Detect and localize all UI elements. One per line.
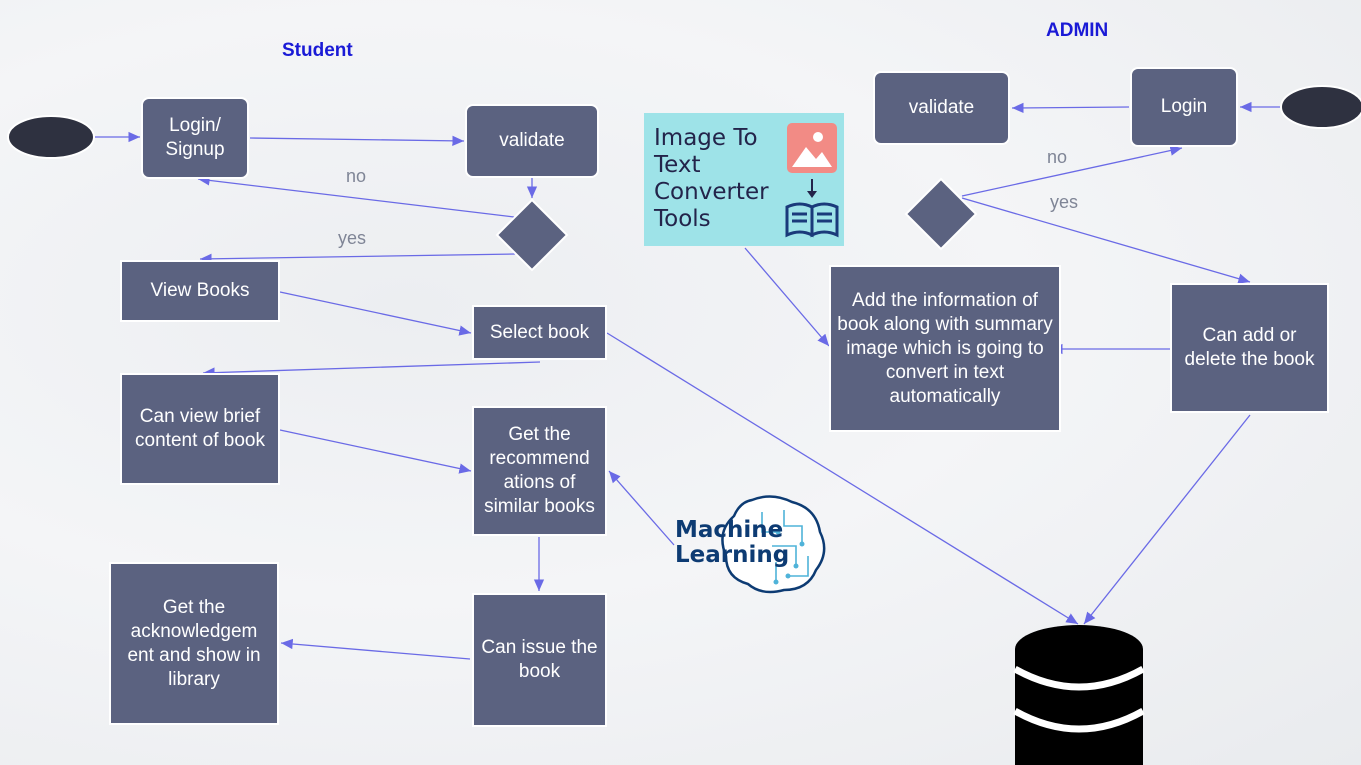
image-picture-icon (785, 123, 839, 238)
recommendations-node[interactable]: Get the recommend ations of similar book… (472, 406, 607, 536)
admin-validate-node[interactable]: validate (873, 71, 1010, 145)
student-start-node-icon (7, 115, 95, 159)
admin-login-node[interactable]: Login (1130, 67, 1238, 147)
student-heading: Student (282, 40, 353, 61)
view-books-node[interactable]: View Books (120, 260, 280, 322)
admin-yes-label: yes (1050, 192, 1079, 212)
acknowledgement-node[interactable]: Get the acknowledgem ent and show in lib… (109, 562, 279, 725)
admin-heading: ADMIN (1046, 20, 1109, 41)
edge-admin-decision-yes-to-adddelete (961, 197, 1251, 284)
student-validate-node[interactable]: validate (465, 104, 599, 178)
ocr-tool-title: Image To Text Converter Tools (654, 125, 769, 232)
edge-login-to-validate (249, 135, 465, 147)
edge-decision-no-to-login (197, 175, 515, 218)
edge-admin-decision-no-to-login (961, 145, 1183, 197)
edge-selectbook-to-viewbrief (202, 361, 541, 378)
edge-adddelete-to-database (1083, 414, 1251, 625)
edge-ocr-to-addinfo (744, 247, 830, 347)
open-book-icon (785, 202, 839, 238)
machine-learning-text: Machine Learning (675, 517, 790, 568)
student-login-node[interactable]: Login/ Signup (141, 97, 249, 179)
image-to-text-converter-image: Image To Text Converter Tools (644, 113, 844, 246)
view-brief-node[interactable]: Can view brief content of book (120, 373, 280, 485)
edge-viewbrief-to-recommend (279, 429, 472, 474)
student-yes-label: yes (338, 228, 367, 248)
select-book-node[interactable]: Select book (472, 305, 607, 360)
edge-admin-login-to-validate (1011, 102, 1130, 114)
add-info-node[interactable]: Add the information of book along with s… (829, 265, 1061, 432)
edge-issue-to-ack (280, 638, 471, 660)
admin-start-node-icon (1280, 85, 1361, 129)
add-delete-node[interactable]: Can add or delete the book (1170, 283, 1329, 413)
admin-decision-diamond-icon (904, 177, 978, 251)
admin-no-label: no (1047, 147, 1068, 167)
brain-circuit-icon (721, 495, 826, 594)
edge-selectbook-to-database (606, 332, 1079, 625)
database-icon (1013, 625, 1145, 765)
student-decision-diamond-icon (495, 198, 569, 272)
machine-learning-logo: Machine Learning (672, 490, 832, 600)
edge-decision-yes-to-viewbooks (199, 253, 516, 265)
issue-book-node[interactable]: Can issue the book (472, 593, 607, 727)
edge-ml-to-recommend (608, 470, 675, 546)
student-no-label: no (346, 166, 367, 186)
edge-viewbooks-to-selectbook (279, 291, 472, 336)
